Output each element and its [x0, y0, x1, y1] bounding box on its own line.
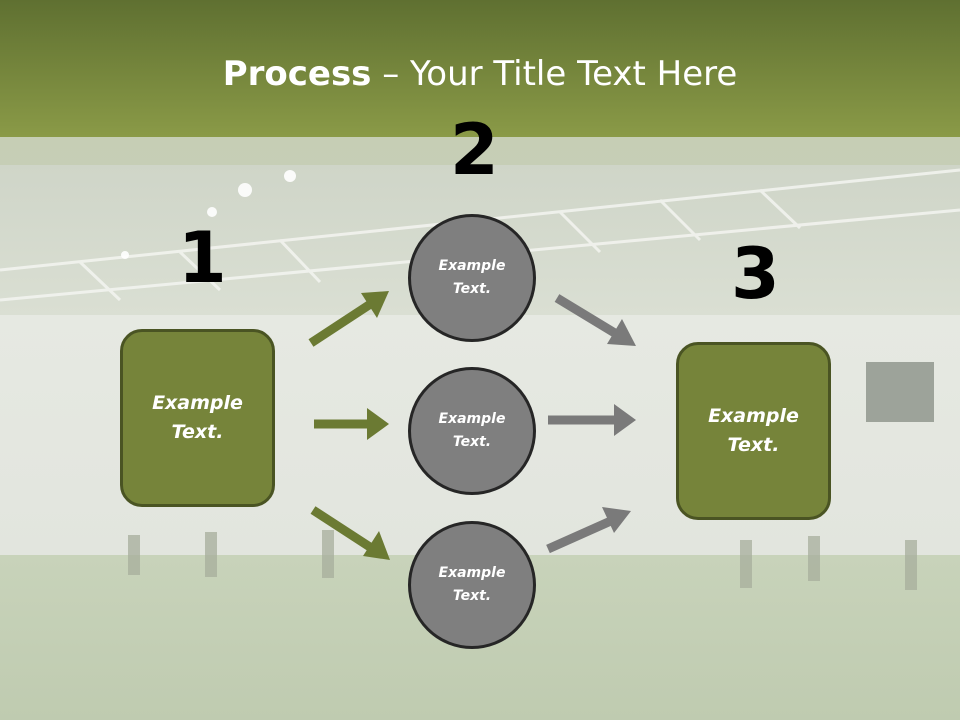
- title-rest: – Your Title Text Here: [371, 54, 738, 94]
- arrow-left-to-bottom: [310, 506, 390, 560]
- step-circle-bottom: Example Text.: [408, 521, 536, 649]
- title-band-shadow: [0, 137, 960, 165]
- step-box-left-label: Example Text.: [152, 392, 243, 443]
- step-box-right-label: Example Text.: [708, 405, 799, 456]
- step-circle-bottom-label: Example Text.: [438, 565, 506, 604]
- title-band: [0, 0, 960, 137]
- step-circle-top-label: Example Text.: [438, 258, 506, 297]
- arrow-bottom-to-right: [546, 507, 631, 554]
- step-number-1: 1: [178, 217, 227, 299]
- arrow-left-to-top: [308, 291, 389, 347]
- arrow-middle-to-right: [548, 404, 636, 436]
- step-number-3: 3: [731, 233, 780, 315]
- step-circle-top: Example Text.: [408, 214, 536, 342]
- scoreboard-screen: [866, 362, 934, 422]
- step-circle-middle: Example Text.: [408, 367, 536, 495]
- step-circle-middle-label: Example Text.: [438, 411, 506, 450]
- step-box-right: Example Text.: [676, 342, 831, 520]
- step-box-left: Example Text.: [120, 329, 275, 507]
- step-number-2: 2: [450, 109, 499, 191]
- title-bold: Process: [222, 54, 372, 94]
- arrow-top-to-right: [554, 294, 636, 346]
- arrow-left-to-middle: [314, 408, 389, 440]
- slide-title: Process – Your Title Text Here: [0, 50, 960, 98]
